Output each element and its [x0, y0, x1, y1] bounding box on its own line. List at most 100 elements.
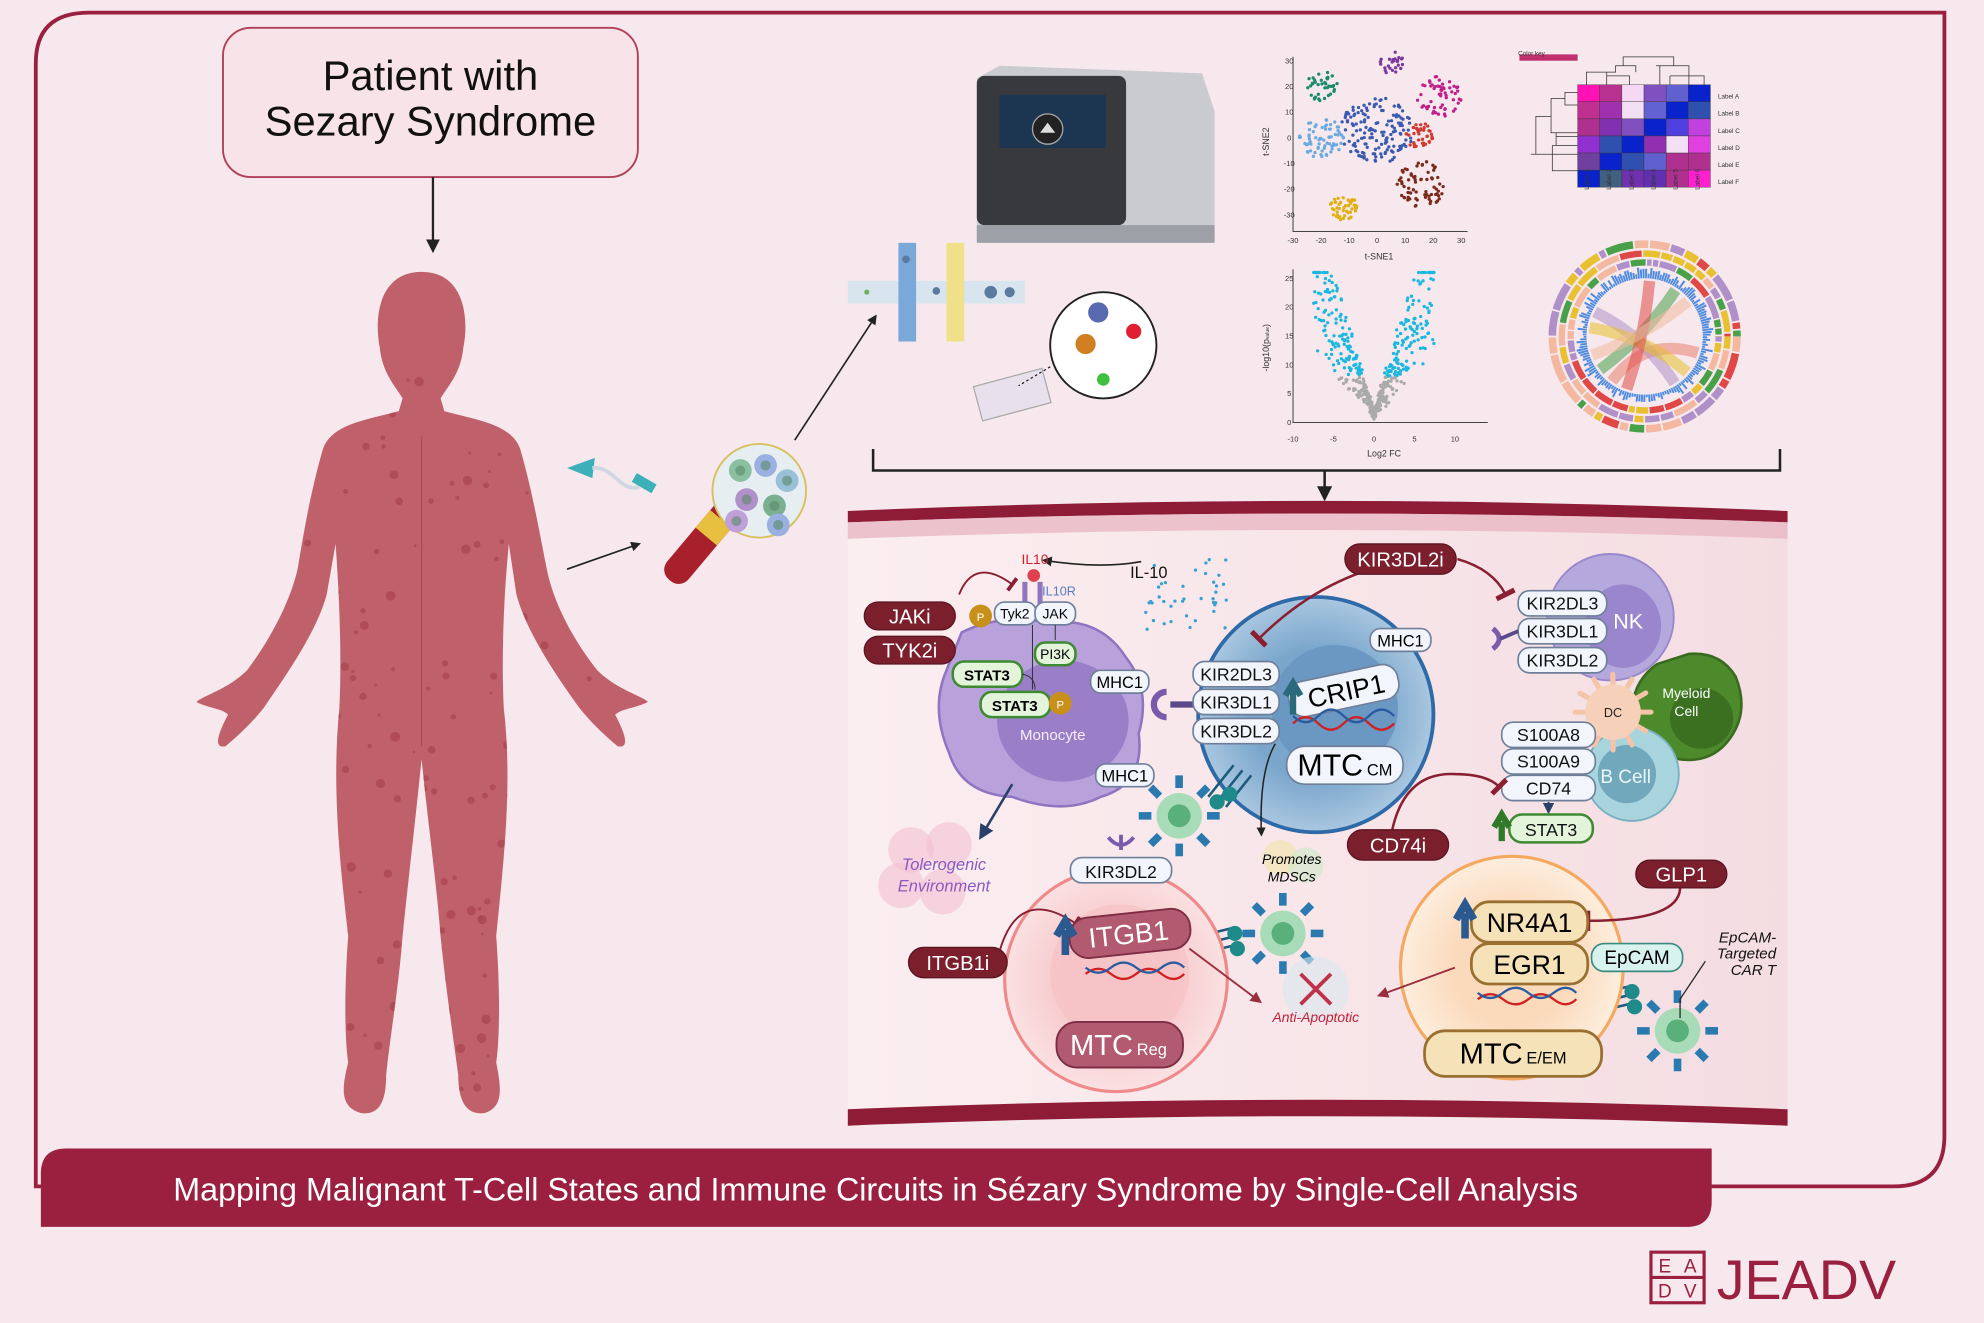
- heatmap-cell: [1665, 101, 1689, 120]
- circos-segment: [1705, 266, 1717, 278]
- skin-lesion: [565, 809, 575, 818]
- circos-histogram-bar: [1690, 371, 1696, 376]
- volcano-point: [1323, 324, 1327, 328]
- tsne-point: [1307, 77, 1311, 81]
- receptor: [1694, 999, 1709, 1014]
- tsne-point: [1351, 123, 1356, 128]
- volcano-point: [1338, 314, 1342, 319]
- tsne-point: [1373, 97, 1377, 101]
- tsne-point: [1390, 60, 1394, 64]
- skin-lesion: [406, 378, 410, 382]
- skin-lesion: [220, 942, 230, 951]
- circos-segment: [1634, 415, 1644, 423]
- circos-histogram-bar: [1589, 302, 1596, 307]
- volcano-point: [1365, 401, 1369, 405]
- circos-histogram-bar: [1622, 391, 1627, 401]
- skin-lesion: [510, 1033, 514, 1036]
- circos-segment: [1616, 260, 1631, 271]
- volcano-point: [1357, 373, 1361, 377]
- tsne-point: [1308, 149, 1313, 153]
- circos-segment: [1567, 319, 1576, 330]
- circos-histogram-bar: [1702, 333, 1711, 336]
- circos-histogram-bar: [1683, 286, 1691, 295]
- tsne-point: [1397, 56, 1401, 60]
- skin-lesion: [304, 1021, 314, 1031]
- tsne-point: [1360, 109, 1364, 113]
- skin-lesion: [520, 792, 528, 800]
- tsne-point: [1425, 177, 1429, 182]
- skin-lesion: [239, 1051, 244, 1056]
- heatmap-cell: [1577, 135, 1600, 154]
- volcano-point: [1408, 325, 1412, 329]
- tsne-xtick: -10: [1344, 236, 1355, 245]
- skin-lesion: [385, 590, 396, 601]
- tsne-point: [1379, 155, 1384, 159]
- svg-text:JAKi: JAKi: [889, 607, 931, 629]
- volcano-point: [1411, 298, 1416, 303]
- skin-lesion: [488, 469, 492, 473]
- tsne-point: [1421, 83, 1425, 87]
- tsne-point: [1397, 178, 1401, 182]
- outer-frame: [33, 10, 1947, 1189]
- skin-lesion: [375, 778, 386, 789]
- tsne-point: [1438, 182, 1442, 186]
- tsne-point: [1388, 66, 1392, 70]
- tsne-point: [1388, 159, 1392, 163]
- jeadv-logo: E A D V JEADV: [1649, 1249, 1896, 1311]
- volcano-point: [1342, 338, 1347, 342]
- volcano-point: [1431, 338, 1435, 342]
- tsne-point: [1396, 58, 1400, 63]
- circos-histogram-bar: [1608, 286, 1612, 290]
- volcano-point: [1398, 372, 1402, 376]
- skin-lesion: [290, 529, 298, 537]
- tsne-point: [1411, 188, 1416, 192]
- circos-histogram-bar: [1702, 330, 1712, 334]
- circos-histogram-bar: [1617, 276, 1622, 284]
- tsne-point: [1392, 144, 1396, 148]
- volcano-point: [1344, 332, 1348, 336]
- tsne-point: [1346, 198, 1350, 202]
- skin-lesion: [245, 426, 249, 430]
- volcano-point: [1339, 376, 1343, 380]
- stat3-label: STAT3: [964, 667, 1010, 684]
- circos-histogram-bar: [1650, 394, 1654, 402]
- il10-molecule: [1169, 604, 1173, 608]
- skin-lesion: [412, 750, 416, 754]
- tsne-point: [1400, 123, 1404, 128]
- volcano-point: [1412, 361, 1416, 365]
- circos-histogram-bar: [1618, 273, 1625, 283]
- volcano-point: [1355, 378, 1359, 382]
- circos-histogram-bar: [1678, 382, 1682, 387]
- tsne-point: [1441, 184, 1445, 189]
- skin-lesion: [389, 410, 396, 418]
- skin-lesion: [266, 929, 276, 938]
- skin-lesion: [530, 753, 538, 761]
- skin-lesion: [625, 794, 633, 802]
- skin-lesion: [244, 525, 250, 532]
- skin-lesion: [279, 554, 286, 560]
- skin-lesion: [360, 608, 366, 614]
- skin-lesion: [188, 1053, 193, 1058]
- circos-segment: [1733, 330, 1741, 337]
- skin-lesion: [608, 504, 613, 509]
- circos-histogram-bar: [1652, 271, 1655, 279]
- tsne-point: [1436, 175, 1440, 180]
- skin-lesion: [476, 1033, 487, 1043]
- volcano-point: [1420, 326, 1424, 331]
- heatmap-cell: [1621, 118, 1645, 137]
- volcano-point: [1412, 278, 1416, 282]
- tsne-point: [1351, 105, 1355, 109]
- tsne-point: [1430, 135, 1434, 139]
- tsne-point: [1412, 141, 1416, 145]
- heatmap-cell: [1621, 101, 1645, 120]
- volcano-point: [1315, 275, 1319, 279]
- tsne-point: [1387, 145, 1391, 149]
- circos-histogram-bar: [1576, 347, 1588, 352]
- circos-histogram-bar: [1612, 283, 1616, 287]
- circos-histogram-bar: [1661, 272, 1666, 282]
- receptor: [1646, 1047, 1661, 1063]
- skin-lesion: [471, 1071, 476, 1076]
- volcano-point: [1405, 298, 1409, 303]
- tsne-point: [1427, 197, 1431, 201]
- tsne-point: [1322, 146, 1326, 150]
